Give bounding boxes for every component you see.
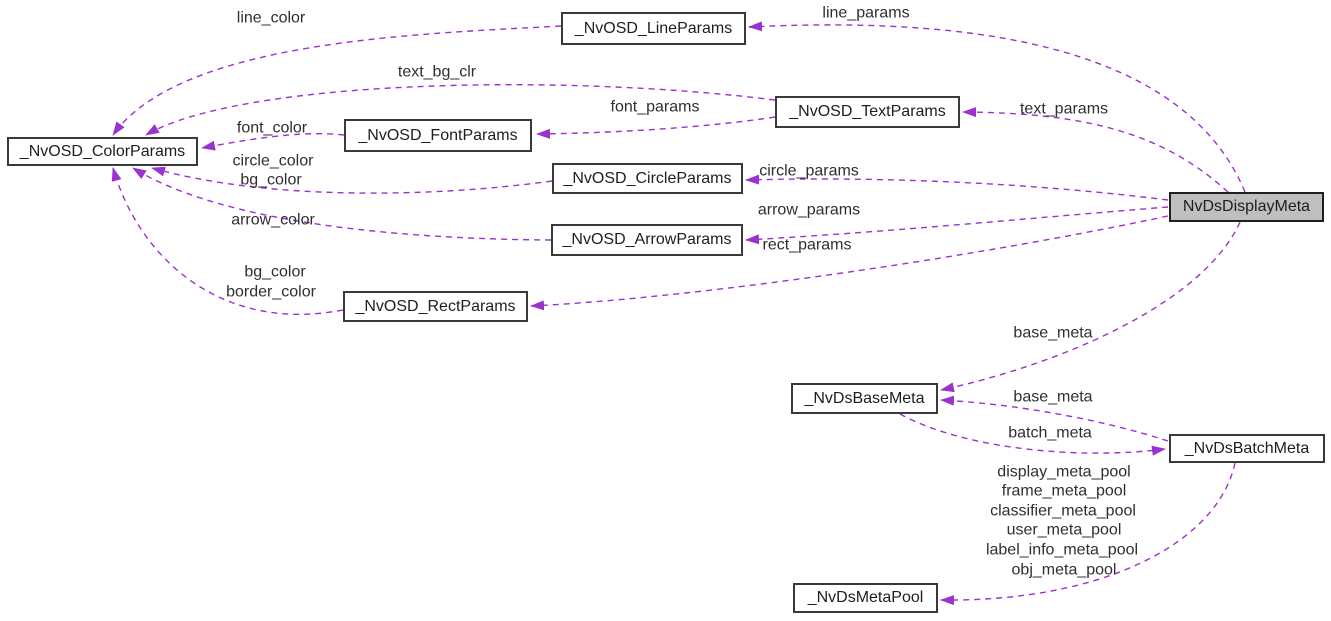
edge-label-text-params: text_params [1019, 100, 1109, 118]
edge-label-bg-color-rect: bg_color [244, 263, 306, 281]
node-nvosd-colorparams[interactable]: _NvOSD_ColorParams [7, 137, 198, 166]
edge-_NvDsBatchMeta-to-_NvDsBaseMeta [940, 395, 1169, 442]
edge-label-classifier-meta-pool: classifier_meta_pool [990, 502, 1136, 520]
edge-label-base-meta-batch: base_meta [1013, 388, 1093, 406]
edge-NvDsDisplayMeta-to-_NvOSD_TextParams [962, 107, 1229, 193]
edge-_NvOSD_CircleParams-to-_NvOSD_ColorParams [151, 166, 553, 194]
edge-_NvOSD_FontParams-to-_NvOSD_ColorParams [201, 132, 345, 151]
edge-label-font-params: font_params [610, 98, 700, 116]
node-nvosd-circleparams[interactable]: _NvOSD_CircleParams [552, 163, 743, 194]
edge-label-line-color: line_color [236, 9, 306, 27]
edge-label-rect-params: rect_params [762, 236, 852, 254]
node-nvdsbatchmeta[interactable]: _NvDsBatchMeta [1169, 434, 1325, 463]
edge-NvDsDisplayMeta-to-_NvOSD_CircleParams [745, 174, 1169, 201]
edge-label-obj-meta-pool: obj_meta_pool [1011, 561, 1117, 579]
edge-label-display-meta-pool: display_meta_pool [997, 463, 1131, 481]
node-nvosd-rectparams[interactable]: _NvOSD_RectParams [343, 291, 528, 322]
edge-label-text-bg-clr: text_bg_clr [397, 63, 477, 81]
edge-NvDsDisplayMeta-to-_NvOSD_RectParams [530, 215, 1169, 311]
node-nvdsdisplaymeta[interactable]: NvDsDisplayMeta [1169, 192, 1324, 222]
edge-_NvOSD_RectParams-to-_NvOSD_ColorParams [111, 167, 344, 315]
node-nvosd-lineparams[interactable]: _NvOSD_LineParams [561, 12, 746, 45]
edge-label-line-params: line_params [822, 4, 910, 22]
edge-label-circle-color: circle_color [232, 152, 314, 170]
edge-_NvOSD_ArrowParams-to-_NvOSD_ColorParams [132, 167, 552, 241]
edge-label-circle-params: circle_params [759, 162, 859, 180]
edge-label-arrow-color: arrow_color [231, 211, 315, 229]
node-nvosd-fontparams[interactable]: _NvOSD_FontParams [344, 119, 532, 152]
node-nvosd-arrowparams[interactable]: _NvOSD_ArrowParams [551, 224, 743, 256]
edge-label-border-color: border_color [226, 283, 316, 301]
node-nvosd-textparams[interactable]: _NvOSD_TextParams [775, 96, 960, 128]
edge-label-base-meta-display: base_meta [1013, 324, 1093, 342]
edge-label-label-info-meta-pool: label_info_meta_pool [985, 541, 1139, 559]
edge-label-bg-color-circle: bg_color [240, 171, 302, 189]
edge-NvDsDisplayMeta-to-_NvDsBaseMeta [940, 221, 1241, 393]
edge-NvDsDisplayMeta-to-_NvOSD_ArrowParams [745, 206, 1169, 245]
edge-label-frame-meta-pool: frame_meta_pool [1001, 482, 1127, 500]
edge-label-user-meta-pool: user_meta_pool [1006, 521, 1122, 539]
edge-_NvOSD_LineParams-to-_NvOSD_ColorParams [112, 25, 562, 136]
node-nvdsmetapool[interactable]: _NvDsMetaPool [793, 583, 938, 613]
edge-label-font-color: font_color [236, 119, 308, 137]
edge-label-arrow-params: arrow_params [757, 201, 861, 219]
edge-NvDsDisplayMeta-to-_NvOSD_LineParams [748, 21, 1246, 193]
node-nvdsbasemeta[interactable]: _NvDsBaseMeta [791, 383, 938, 414]
edge-_NvOSD_TextParams-to-_NvOSD_FontParams [536, 116, 776, 139]
edge-_NvDsBaseMeta-to-_NvDsBatchMeta [899, 413, 1166, 456]
edge-label-batch-meta: batch_meta [1008, 424, 1092, 442]
